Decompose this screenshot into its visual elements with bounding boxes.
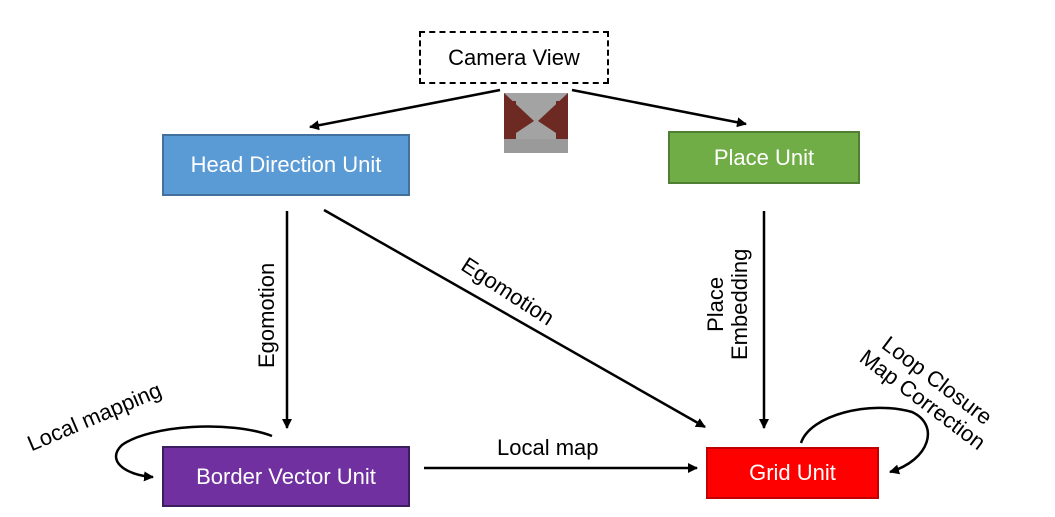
grid-unit-label: Grid Unit [749, 460, 836, 485]
egomotion-vertical-label: Egomotion [254, 262, 279, 368]
local-map-label: Local map [497, 435, 599, 460]
arrow-camera-to-place-unit [571, 88, 747, 128]
place-embedding-line2: Embedding [727, 248, 752, 360]
loop-arrow-loop-closure [799, 406, 930, 475]
border-vector-unit-node: Border Vector Unit [162, 446, 410, 507]
head-direction-unit-label: Head Direction Unit [190, 152, 382, 177]
place-unit-node: Place Unit [668, 131, 860, 184]
border-vector-unit-label: Border Vector Unit [196, 463, 376, 489]
place-embedding-line1: Place [703, 276, 728, 332]
place-unit-label: Place Unit [713, 144, 815, 170]
loop-arrow-local-mapping [114, 425, 273, 482]
camera-view-thumbnail [504, 93, 568, 153]
arrow-head-direction-to-grid-unit [323, 208, 706, 429]
head-direction-unit-node: Head Direction Unit [162, 134, 410, 196]
camera-view-node: Camera View [419, 31, 609, 84]
camera-view-label: Camera View [448, 44, 580, 70]
arrow-camera-to-head-direction [309, 88, 501, 131]
place-embedding-label: Place Embedding [703, 248, 752, 360]
grid-unit-node: Grid Unit [706, 447, 879, 499]
